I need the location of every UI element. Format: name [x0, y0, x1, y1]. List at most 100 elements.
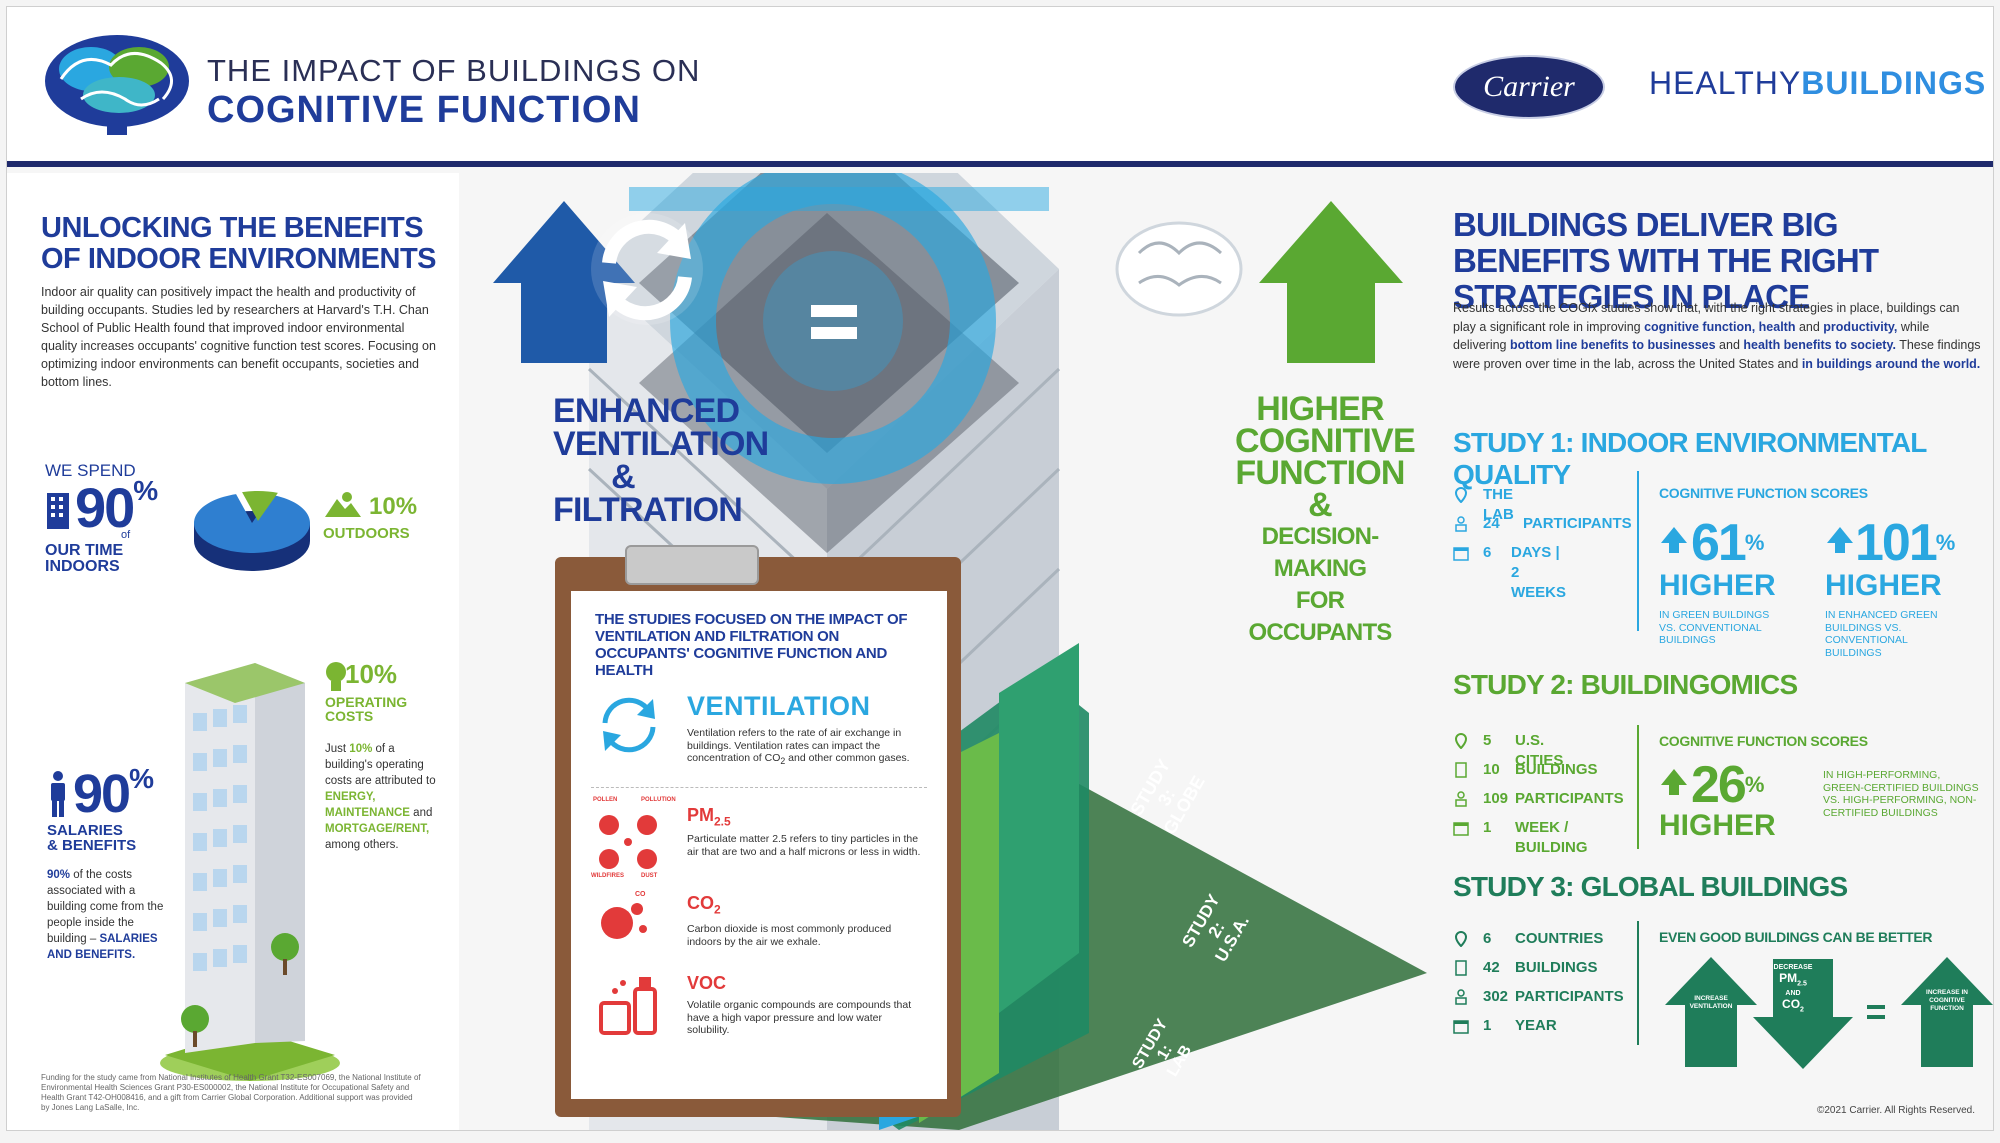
op-and: and — [409, 807, 433, 819]
enh-line-4: FILTRATION — [553, 491, 743, 529]
people-icon — [1455, 791, 1467, 807]
study3-countries-n: 6 — [1483, 930, 1492, 947]
study1-higher2: HIGHER — [1825, 569, 1942, 602]
operating-line: OPERATING — [325, 694, 408, 710]
our-time-line: OUR TIME — [45, 542, 124, 559]
op-energy: ENERGY, MAINTENANCE — [325, 791, 410, 819]
arrow2-b: PM2.5 — [1763, 971, 1823, 989]
decrease-pm-co2-arrow-icon — [1753, 959, 1853, 1069]
arrow1-l1: INCREASE — [1694, 995, 1728, 1002]
left-column: UNLOCKING THE BENEFITS OF INDOOR ENVIRON… — [7, 173, 459, 1130]
ventilation-text: Ventilation refers to the rate of air ex… — [687, 727, 927, 768]
healthy-buildings-logo: HEALTHYBUILDINGS — [1649, 65, 1986, 102]
study2-up-arrow-icon — [1661, 769, 1687, 795]
salaries-percent: 90% — [73, 763, 154, 825]
rp-h: health benefits to society. — [1743, 338, 1896, 352]
rp-g: and — [1715, 338, 1744, 352]
building-icon — [1455, 960, 1467, 976]
we-spend-label: WE SPEND — [45, 461, 136, 480]
copyright: ©2021 Carrier. All Rights Reserved. — [1817, 1105, 1975, 1116]
arrow2-d-main: CO — [1782, 997, 1801, 1012]
brain-logo-icon — [45, 35, 189, 135]
pm-sub: 2.5 — [714, 814, 731, 829]
study1-score2-pct: % — [1935, 530, 1956, 555]
study1-scores-label: COGNITIVE FUNCTION SCORES — [1659, 485, 1868, 501]
voc-heading: VOC — [687, 973, 727, 993]
indoors-line: INDOORS — [45, 558, 120, 575]
mountain-sun-icon — [325, 492, 361, 517]
rp-c: and — [1795, 319, 1824, 334]
enh-line-1: ENHANCED — [553, 392, 740, 430]
equals-bar-top — [811, 305, 857, 317]
pm25-sources-icon — [599, 815, 657, 869]
arrow3-l3: FUNCTION — [1930, 1005, 1964, 1012]
outdoors-label: OUTDOORS — [323, 525, 410, 542]
rp-i: These findings were proven over time in … — [1453, 338, 1981, 371]
clipboard-clip — [625, 545, 759, 585]
study2-note: IN HIGH-PERFORMING, GREEN-CERTIFIED BUIL… — [1823, 769, 1979, 819]
vent-p2: and other common gases. — [785, 752, 910, 764]
arrow2-b-sub: 2.5 — [1797, 980, 1807, 988]
indoor-percent-number: 90 — [75, 476, 135, 539]
brain-icon — [1115, 221, 1243, 317]
study3-heading: STUDY 3: GLOBAL BUILDINGS — [1453, 871, 1848, 902]
salaries-benefits-label: SALARIES& BENEFITS — [47, 823, 136, 853]
equals-bar-bottom — [811, 327, 857, 339]
vent-p1: Ventilation refers to the rate of air ex… — [687, 727, 902, 764]
voc-text: Volatile organic compounds are compounds… — [687, 999, 912, 1036]
enh-line-3: & — [611, 458, 636, 496]
hig-line-1: HIGHER — [1256, 390, 1384, 428]
study3-participants-u: PARTICIPANTS — [1515, 988, 1624, 1005]
study2-buildings-u: BUILDINGS — [1515, 761, 1598, 778]
indoor-percent: 90% — [75, 475, 158, 540]
study2-divider — [1637, 725, 1639, 849]
blue-up-arrow-icon — [493, 201, 635, 363]
building-icon — [1455, 762, 1467, 778]
clipboard-heading: THE STUDIES FOCUSED ON THE IMPACT OF VEN… — [595, 611, 908, 679]
clipboard-divider — [591, 787, 927, 789]
salaries-text: 90% of the costs associated with a build… — [47, 867, 167, 963]
study3-buildings-n: 42 — [1483, 959, 1500, 976]
arrow2-b-main: PM — [1779, 971, 1798, 985]
increase-ventilation-arrow-icon — [1665, 957, 1757, 1067]
people-icon — [1455, 989, 1467, 1005]
rp-a: Results across the COGfx studies show th… — [1453, 301, 1960, 334]
salaries-percent-sign: % — [129, 763, 154, 794]
study1-divider — [1637, 471, 1639, 631]
study2-week-u: WEEK / BUILDING — [1515, 819, 1588, 856]
study2-week-n: 1 — [1483, 819, 1492, 836]
operating-costs-text: Just 10% of a building's operating costs… — [325, 741, 445, 853]
study3-divider — [1637, 921, 1639, 1045]
operating-costs-percent: 10% — [345, 659, 398, 689]
arrow3-l2: COGNITIVE — [1929, 997, 1965, 1004]
study3-panel — [999, 643, 1079, 1013]
sal-90: 90% — [47, 869, 71, 881]
study2-higher: HIGHER — [1659, 809, 1776, 842]
infographic-page: THE IMPACT OF BUILDINGS ON COGNITIVE FUN… — [6, 6, 1994, 1131]
person-icon — [51, 771, 65, 817]
funding-note: Funding for the study came from National… — [41, 1073, 421, 1112]
study1-higher1: HIGHER — [1659, 569, 1776, 602]
pie-outdoor-slice — [242, 491, 278, 521]
right-paragraph: Results across the COGfx studies show th… — [1453, 299, 1983, 373]
sal-text: of the costs associated with a building … — [47, 869, 164, 945]
study1-up-arrow-icon — [1661, 527, 1687, 553]
calendar-icon — [1453, 822, 1469, 836]
op-end: among others. — [325, 839, 399, 851]
right-heading: BUILDINGS DELIVER BIG BENEFITS WITH THE … — [1453, 206, 1879, 315]
study2-heading: STUDY 2: BUILDINGOMICS — [1453, 669, 1798, 700]
light-bulb-icon — [326, 662, 346, 691]
title-line-2: COGNITIVE FUNCTION — [207, 89, 641, 131]
study1-heading: STUDY 1: INDOOR ENVIRONMENTAL QUALITY — [1453, 427, 1927, 490]
study2-buildings-n: 10 — [1483, 761, 1500, 778]
vent-sub: 2 — [780, 756, 786, 767]
header-rule — [7, 161, 1993, 167]
right-column: BUILDINGS DELIVER BIG BENEFITS WITH THE … — [1427, 173, 1993, 1130]
study1-score1-note: IN GREEN BUILDINGS VS. CONVENTIONAL BUIL… — [1659, 609, 1770, 646]
increase-cognitive-arrow-icon — [1901, 957, 1993, 1067]
hig-line-2: COGNITIVE — [1235, 422, 1416, 460]
study3-arrows-equation — [1665, 957, 1993, 1069]
people-icon — [1455, 516, 1467, 532]
